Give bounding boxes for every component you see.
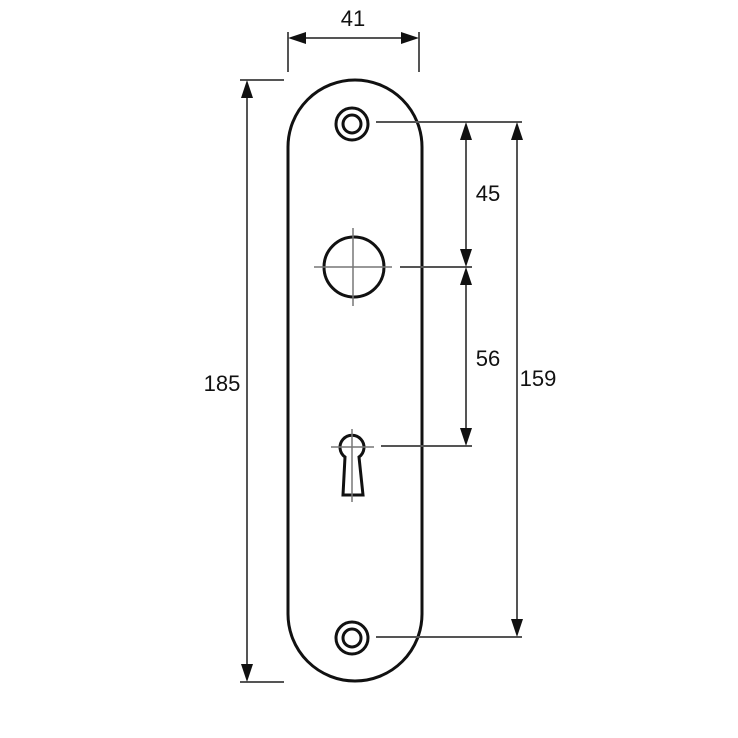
- dimension-screw-to-screw-label: 159: [520, 366, 557, 391]
- handle-hole: [314, 228, 392, 306]
- dimension-total-height-label: 185: [204, 371, 241, 396]
- keyhole: [331, 429, 374, 502]
- dimension-handle-to-keyhole: 56: [460, 267, 500, 446]
- dimension-handle-to-keyhole-label: 56: [476, 346, 500, 371]
- dimension-total-height: 185: [204, 79, 284, 683]
- dimension-screw-to-handle-label: 45: [476, 181, 500, 206]
- dimension-screw-to-screw: 159: [511, 122, 556, 637]
- plate-outline: [286, 78, 424, 683]
- dimension-screw-to-handle: 45: [460, 122, 500, 267]
- dimension-width: 41: [287, 6, 420, 72]
- dimension-width-label: 41: [341, 6, 365, 31]
- top-screw-hole: [334, 106, 370, 142]
- bottom-screw-hole: [334, 620, 370, 656]
